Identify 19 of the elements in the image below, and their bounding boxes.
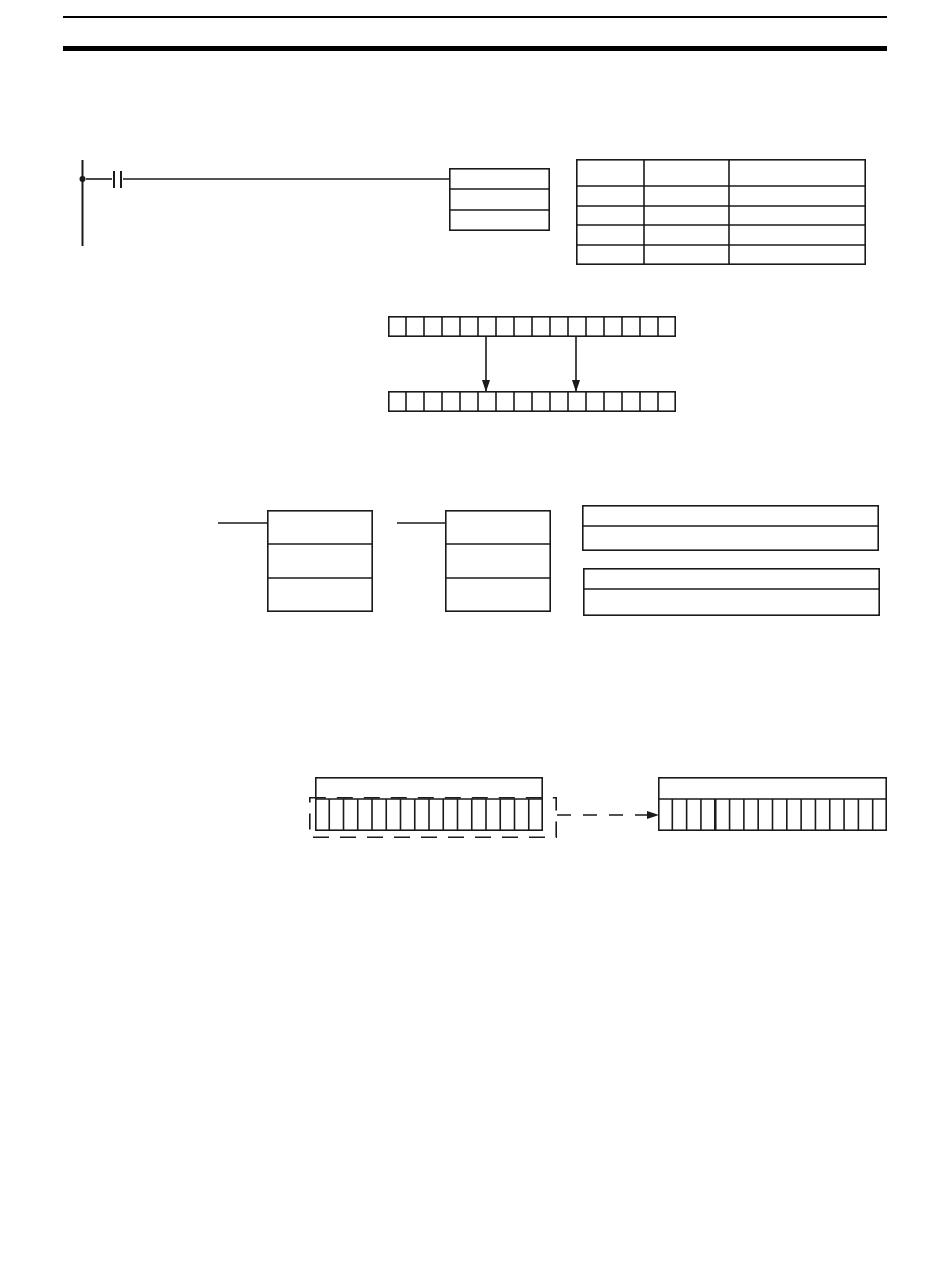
word-register [315,777,543,831]
description-box [583,568,880,616]
rung-line [85,178,113,180]
contact-symbol [112,170,123,189]
rung-line [122,178,450,180]
instruction-block [449,168,550,231]
bit-register [388,391,676,412]
rung-line [217,522,268,524]
bit-register [388,316,676,337]
operand-block [445,510,551,612]
power-rail [79,159,86,247]
arrow [572,336,580,392]
arrow [556,811,659,819]
dashed-selection [309,797,557,838]
word-register [658,777,887,831]
arrow [482,336,490,392]
operand-block [267,510,373,612]
description-box [582,505,879,551]
rung-line [396,522,446,524]
